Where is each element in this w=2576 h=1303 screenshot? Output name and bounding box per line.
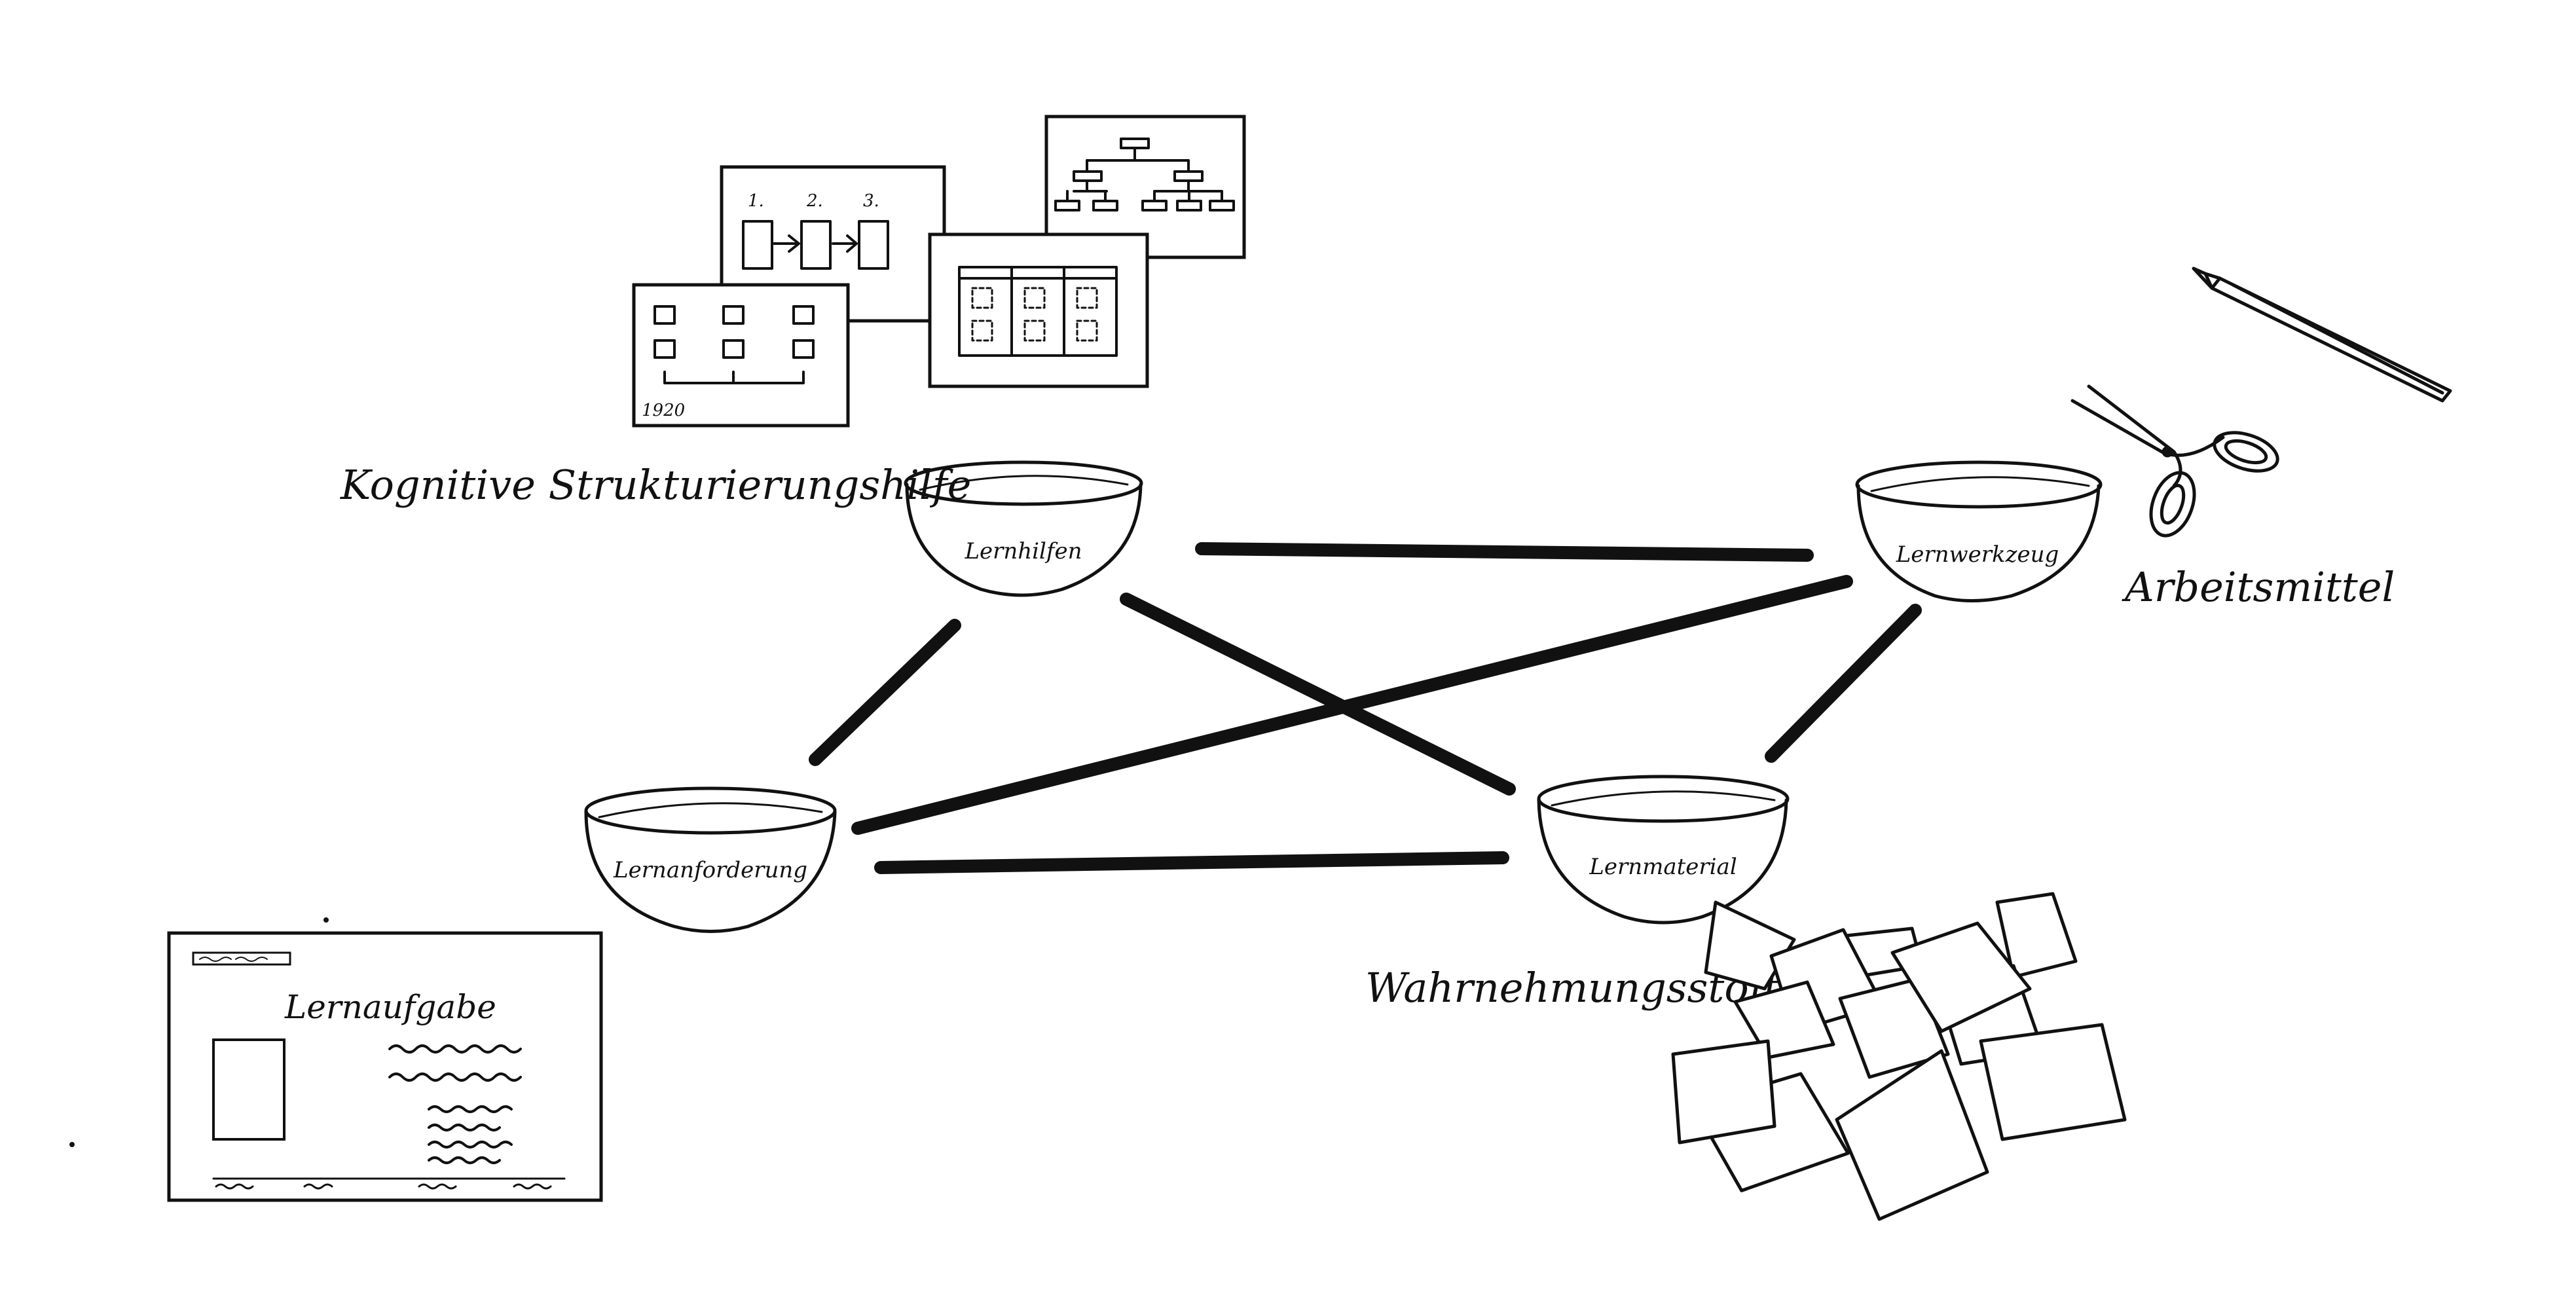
paper-sheet [1835,1049,1989,1221]
stray-dot [323,917,329,923]
bowl-lernanforderung: Lernanforderung [584,786,837,933]
line-lernhilfen-lernanforderung [809,619,961,766]
paper-sheet [1671,1039,1776,1145]
step-1-label: 1. [748,191,764,211]
step-2-label: 2. [806,191,823,211]
lernaufgabe-document: Lernaufgabe [167,931,603,1202]
bowl-lernwerkzeug: Lernwerkzeug [1855,460,2103,602]
paper-sheet [1733,980,1835,1059]
line-lernanforderung-lernwerkzeug [851,575,1853,835]
document-image-box [212,1038,285,1141]
scissors-icon [2070,384,2279,538]
bowl-lernhilfen: Lernhilfen [904,460,1143,597]
paper-sheet [1704,900,1796,991]
line-lernhilfen-lernwerkzeug [1195,542,1814,562]
bowl-lernmaterial: Lernmaterial [1537,775,1790,925]
label-arbeitsmittel: Arbeitsmittel [2122,563,2395,611]
structure-cards: 1. 2. 3. 1920 [632,115,1246,428]
connection-lines [809,542,1922,874]
paper-sheet [1838,977,1950,1079]
paper-sheets [1671,892,2127,1221]
year-label: 1920 [642,401,685,420]
line-lernhilfen-lernmaterial [1120,593,1516,796]
document-title: Lernaufgabe [284,988,496,1026]
line-lernwerkzeug-lernmaterial [1765,604,1922,763]
table-card [928,232,1149,388]
grid-card: 1920 [632,283,850,428]
paper-sheet [1890,921,2032,1033]
bowl-label-lernmaterial: Lernmaterial [1589,854,1737,880]
bowl-label-lernhilfen: Lernhilfen [964,538,1082,564]
line-lernanforderung-lernmaterial [874,851,1509,874]
paper-sheet [1979,1023,2127,1141]
bowl-label-lernanforderung: Lernanforderung [613,857,807,883]
document-tab [192,951,291,966]
bowl-label-lernwerkzeug: Lernwerkzeug [1896,541,2059,568]
stray-dot [69,1142,75,1147]
label-kognitive-strukturierungshilfe: Kognitive Strukturierungshilfe [340,461,971,509]
step-3-label: 3. [863,191,879,211]
paper-sheet [1995,892,2078,979]
document-text-lines [212,1044,566,1190]
pen-icon [2192,266,2452,403]
